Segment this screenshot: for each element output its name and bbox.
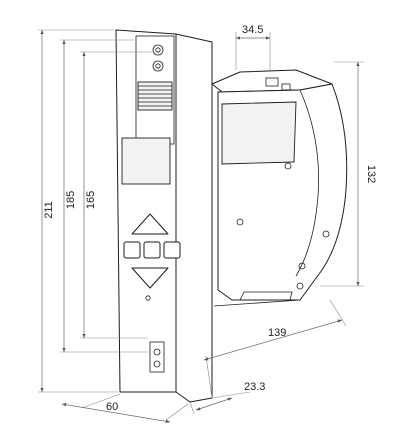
dim-label-139: 139 [268, 327, 286, 339]
dim-label-185: 185 [65, 191, 77, 209]
dimension-width-top: 34.5 [235, 24, 271, 70]
screw [322, 230, 330, 238]
dim-label-34-5: 34.5 [242, 24, 263, 36]
dim-label-165: 165 [85, 191, 97, 209]
top-screw [152, 60, 164, 72]
terminal-block [149, 341, 165, 373]
status-led [145, 295, 151, 301]
display-screen [121, 137, 171, 185]
dim-label-132: 132 [365, 165, 377, 183]
dimension-height-165: 165 [80, 51, 152, 339]
triangle-down-icon [131, 267, 169, 289]
top-screw-inner [155, 47, 161, 53]
button-right [163, 241, 181, 259]
dim-label-211: 211 [43, 201, 55, 219]
dimension-width-front-60: 60 [61, 393, 189, 423]
ribbed-knob [137, 81, 173, 111]
dim-label-60: 60 [106, 401, 118, 413]
button-center [143, 241, 161, 259]
front-panel-side [175, 33, 213, 403]
screw [284, 162, 292, 170]
screw [236, 218, 244, 226]
screw [298, 262, 306, 270]
motor-housing [211, 69, 348, 307]
top-screw-inner [155, 63, 161, 69]
dimension-height-211: 211 [38, 29, 118, 393]
dimension-height-132: 132 [320, 61, 377, 287]
dimension-height-185: 185 [60, 39, 148, 353]
housing-window [221, 101, 297, 165]
dimension-depth-139: 139 [203, 299, 347, 399]
screw [296, 282, 304, 290]
top-screw [152, 44, 164, 56]
dimension-thickness-23-3: 23.3 [189, 381, 265, 415]
triangle-up-icon [131, 213, 169, 235]
button-left [123, 241, 141, 259]
front-panel [115, 29, 181, 393]
dim-label-23-3: 23.3 [244, 381, 265, 393]
